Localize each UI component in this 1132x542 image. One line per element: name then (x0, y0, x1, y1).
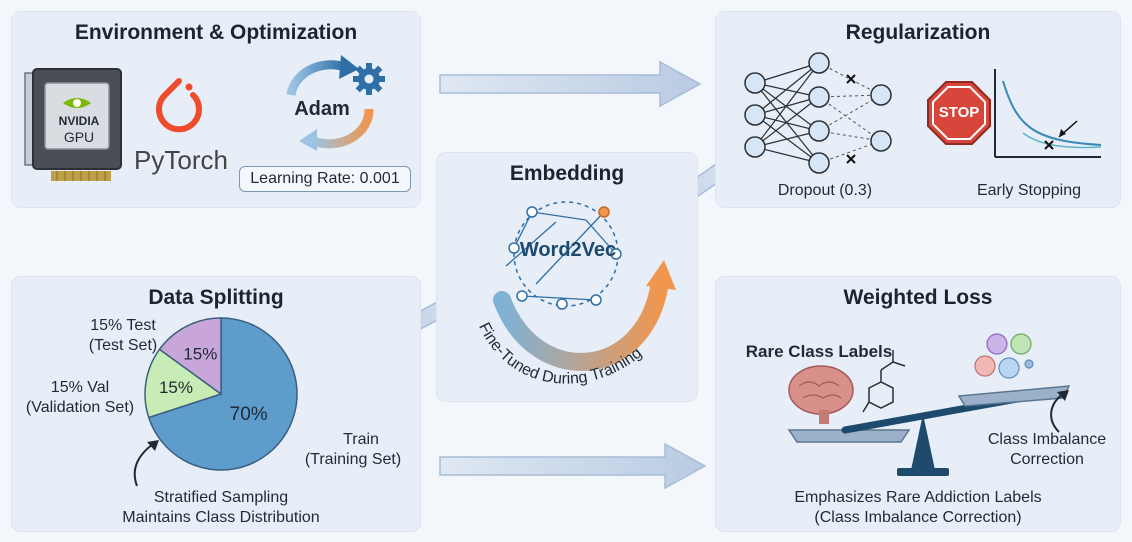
dropout-network-icon (744, 52, 892, 174)
test-sublabel: (Test Set) (88, 337, 158, 354)
imbalance-arrow-icon (1050, 390, 1069, 433)
pie-slice (158, 317, 222, 396)
gpu-label: GPU (63, 129, 95, 145)
gpu-brand-label: NVIDIA (58, 114, 100, 128)
dropout-label: Dropout (0.3) (777, 182, 873, 199)
pie-slice-label: 70% (230, 404, 268, 425)
test-label: 15% Test (90, 317, 156, 334)
arrow-env-to-regularization (439, 60, 702, 108)
panel-title: Data Splitting (148, 286, 284, 309)
train-label: Train (343, 431, 379, 448)
panel-title: Environment & Optimization (74, 21, 358, 44)
molecule-icon (862, 350, 906, 413)
imbalance-line1: Class Imbalance (987, 431, 1107, 448)
optimizer-label: Adam (294, 98, 350, 120)
panel-title: Weighted Loss (843, 286, 993, 309)
finetune-label-path: Fine-Tuned During Training (475, 320, 645, 388)
panel-weighted-loss: Weighted Loss Rare Class Labels (715, 276, 1121, 532)
balance-scale-icon (787, 333, 1071, 476)
emphasis-line2: (Class Imbalance Correction) (814, 509, 1022, 526)
pytorch-label: PyTorch (134, 145, 228, 175)
word2vec-globe-icon (493, 201, 676, 371)
learning-rate-box: Learning Rate: 0.001 (239, 166, 411, 192)
panel-environment-optimization: Environment & Optimization NVIDIA GPU Py… (11, 11, 421, 208)
pie-slice-label: 15% (183, 344, 217, 363)
word2vec-label: Word2Vec (519, 239, 617, 261)
emphasis-line1: Emphasizes Rare Addiction Labels (794, 489, 1042, 506)
rare-class-label: Rare Class Labels (745, 342, 893, 361)
pie-slice-label: 15% (159, 378, 193, 397)
early-stopping-curve-icon (994, 69, 1102, 158)
panel-data-splitting: Data Splitting 70% 15% 15% 15% Test (Test … (11, 276, 421, 532)
stratified-arrow-icon (133, 440, 159, 487)
stratified-line2: Maintains Class Distribution (122, 509, 320, 526)
gpu-icon (24, 68, 122, 181)
early-stopping-label: Early Stopping (976, 182, 1082, 199)
finetune-label: Fine-Tuned During Training (475, 320, 645, 388)
arrow-split-to-loss (439, 442, 707, 490)
imbalance-line2: Correction (1010, 451, 1084, 468)
panel-title: Embedding (509, 162, 625, 185)
pie-slice (147, 317, 298, 471)
val-sublabel: (Validation Set) (25, 399, 135, 416)
pie-chart: 70% 15% 15% (144, 317, 298, 471)
panel-embedding: Embedding Word2Vec Fine-Tuned During Tra… (436, 152, 698, 402)
adam-cycle-icon (286, 55, 385, 151)
panel-regularization: Regularization Dropout (0.3) STOP (715, 11, 1121, 208)
stop-sign-icon (927, 81, 991, 145)
brain-icon (788, 365, 854, 424)
rare-label-bubbles (974, 333, 1034, 379)
stop-sign-text: STOP (938, 104, 980, 121)
panel-title: Regularization (845, 21, 991, 44)
pytorch-flame-icon (156, 78, 202, 133)
train-sublabel: (Training Set) (304, 451, 402, 468)
val-label: 15% Val (50, 379, 110, 396)
stratified-line1: Stratified Sampling (153, 489, 289, 506)
svg-text:Fine-Tuned During Training: Fine-Tuned During Training (475, 320, 645, 388)
pie-slice (144, 348, 223, 419)
